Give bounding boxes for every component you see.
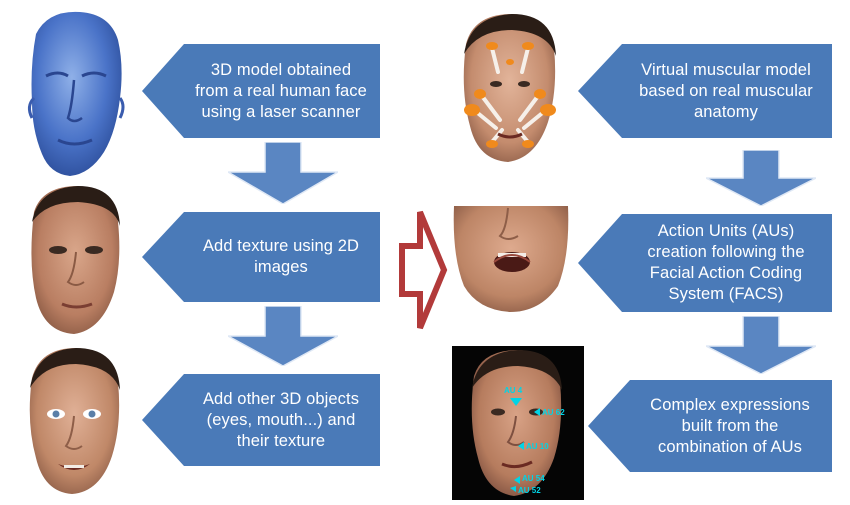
muscle-model-face-image	[452, 10, 568, 168]
step-callout-aus: Action Units (AUs) creation following th…	[578, 214, 832, 312]
callout-text-line: based on real muscular	[639, 81, 813, 100]
action-unit-face-image	[448, 206, 574, 314]
step-callout-scan: 3D model obtained from a real human face…	[142, 44, 380, 138]
down-arrow-icon	[706, 150, 816, 206]
down-arrow-icon	[228, 306, 338, 366]
callout-text-line: creation following the	[647, 243, 805, 261]
step-callout-muscles: Virtual muscular model based on real mus…	[578, 44, 832, 138]
au-label: AU 4	[504, 386, 523, 395]
callout-text-line: 3D model obtained	[210, 60, 352, 79]
step-callout-objects: Add other 3D objects (eyes, mouth...) an…	[142, 374, 380, 466]
face-with-eyes-mouth-image	[18, 344, 130, 500]
callout-text-line: Complex expressions	[650, 395, 810, 414]
textured-face-image	[18, 182, 130, 342]
callout-text-line: images	[254, 258, 308, 276]
callout-text-line: from a real human face	[195, 81, 367, 100]
callout-text-line: Add other 3D objects	[202, 389, 360, 408]
step-callout-expressions: Complex expressions built from the combi…	[588, 380, 832, 472]
callout-text-line: (eyes, mouth...) and	[206, 410, 356, 429]
callout-text-line: built from the	[681, 416, 779, 435]
callout-text-line: combination of AUs	[658, 437, 802, 456]
step-callout-texture: Add texture using 2D images	[142, 212, 380, 302]
callout-text-line: their texture	[236, 431, 326, 450]
au-label: AU 10	[526, 442, 549, 451]
transition-arrow-icon	[398, 206, 448, 334]
callout-text-line: using a laser scanner	[201, 102, 361, 121]
au-label: AU 52	[518, 486, 541, 495]
down-arrow-icon	[706, 316, 816, 374]
laser-scan-face-image	[18, 6, 130, 184]
callout-text-line: System (FACS)	[668, 285, 784, 303]
au-label: AU 62	[542, 408, 565, 417]
callout-text-line: Facial Action Coding	[649, 264, 803, 282]
callout-text-line: Action Units (AUs)	[657, 222, 795, 240]
down-arrow-icon	[228, 142, 338, 204]
au-label: AU 54	[522, 474, 545, 483]
callout-text-line: anatomy	[694, 102, 758, 121]
callout-text-line: Add texture using 2D	[202, 237, 360, 255]
au-markers-face-image: AU 4 AU 62 AU 10 AU 54 AU 52	[452, 346, 584, 500]
callout-text-line: Virtual muscular model	[641, 60, 811, 79]
